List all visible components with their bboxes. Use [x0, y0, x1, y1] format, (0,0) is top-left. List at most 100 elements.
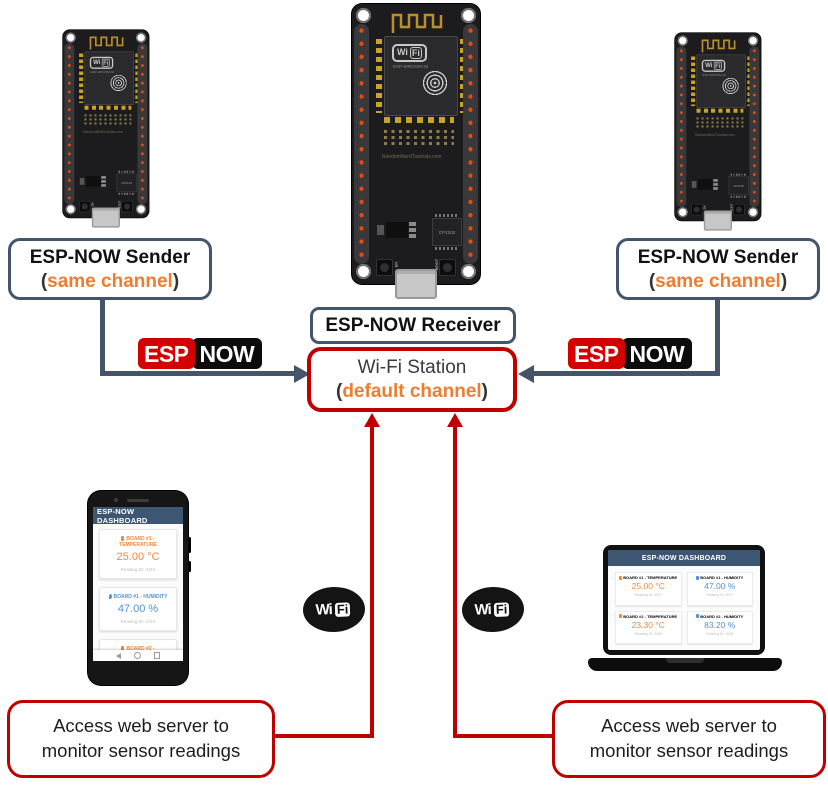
card-title: BOARD #1 - HUMIDITY	[689, 575, 752, 580]
boot-button: BOOT	[434, 259, 456, 276]
android-navbar	[93, 650, 183, 661]
card-title: BOARD #2 - TEMPERATURE	[617, 614, 680, 619]
card-reading-id: Reading ID: 2007	[634, 593, 662, 597]
mount-hole	[461, 8, 476, 23]
esp-module-shield: Wi Fi ESP-WROOM-32	[376, 36, 466, 116]
access-box-left: Access web server to monitor sensor read…	[7, 700, 275, 778]
boot-button: BOOT	[730, 203, 745, 216]
voltage-regulator	[377, 222, 416, 238]
esp-now-badge-right: ESP NOW	[568, 338, 693, 369]
card-title-text: BOARD #1 - HUMIDITY	[700, 575, 744, 580]
antenna-trace-icon	[391, 13, 443, 33]
boot-button-label: BOOT	[434, 258, 440, 271]
home-icon[interactable]	[133, 652, 141, 659]
wifi-badge-icon: Wi Fi	[392, 44, 427, 62]
en-button-label: EN	[702, 205, 707, 210]
droplet-icon	[108, 594, 112, 600]
droplet-icon	[696, 575, 699, 580]
mount-hole	[677, 207, 688, 218]
speaker-icon	[127, 499, 149, 502]
en-button-label: EN	[393, 261, 399, 268]
usb-uart-chip: CP2102	[116, 170, 137, 195]
wifi-badge-fi: Fi	[713, 61, 722, 70]
thermometer-icon	[121, 646, 125, 652]
connector-red-right-vertical	[453, 426, 457, 738]
esp-now-badge-left: ESP NOW	[138, 338, 263, 369]
phone-screen: ESP-NOW DASHBOARD BOARD #1 - TEMPERATURE…	[93, 507, 183, 661]
sender-title: ESP-NOW Sender	[29, 247, 191, 268]
connector-red-left-horizontal	[272, 734, 374, 738]
power-button	[187, 561, 191, 572]
camera-icon	[114, 498, 118, 502]
arrowhead-up-right	[447, 413, 463, 427]
wifi-badge-fi: Fi	[101, 58, 110, 67]
access-box-text: Access web server to monitor sensor read…	[589, 715, 789, 761]
connector-right-sender-horizontal	[533, 371, 720, 376]
mount-hole	[677, 35, 688, 46]
recents-icon[interactable]	[153, 652, 161, 659]
wifi-station-label: Wi-Fi Station (default channel)	[307, 347, 517, 412]
wifi-logo-fi: Fi	[491, 599, 512, 619]
sensor-card: BOARD #1 - HUMIDITY 47.00 % Reading ID: …	[99, 587, 177, 631]
boot-button: BOOT	[118, 200, 133, 213]
voltage-regulator	[691, 179, 718, 190]
connector-right-sender-vertical	[715, 300, 720, 376]
mount-hole	[748, 35, 759, 46]
mount-hole	[748, 207, 759, 218]
back-icon[interactable]	[115, 652, 121, 659]
usb-uart-chip: CP2102	[728, 173, 749, 198]
thermometer-icon	[619, 614, 622, 619]
usb-connector	[703, 210, 732, 231]
solder-pads-row	[384, 130, 454, 133]
receiver-label: ESP-NOW Receiver	[310, 307, 516, 344]
pin-header-left	[64, 43, 75, 205]
espressif-logo-icon	[418, 66, 452, 100]
access-box-text: Access web server to monitor sensor read…	[41, 715, 241, 761]
phone-mockup: ESP-NOW DASHBOARD BOARD #1 - TEMPERATURE…	[88, 491, 191, 685]
card-title-text: BOARD #1 - TEMPERATURE	[119, 536, 157, 548]
usb-chip-label: CP2102	[438, 229, 456, 235]
mount-hole	[356, 264, 371, 279]
sensor-card: BOARD #1 - TEMPERATURE 25.00 °C Reading …	[615, 572, 682, 606]
card-value: 25.00 °C	[631, 581, 665, 591]
board-brand-text: RandomNerdTutorials.com	[382, 154, 442, 160]
esp-now-badge-esp: ESP	[568, 338, 625, 369]
laptop-notch	[666, 658, 704, 663]
card-value: 23.30 °C	[631, 619, 665, 630]
solder-pads-row	[84, 118, 132, 121]
mount-hole	[356, 8, 371, 23]
esp32-board-sender-right: Wi Fi ESP-WROOM-32 RandomNerdTutorials.c…	[675, 33, 761, 231]
card-value: 25.00 °C	[116, 551, 160, 563]
card-title-text: BOARD #2 - HUMIDITY	[700, 613, 744, 619]
solder-pads-row	[384, 136, 454, 139]
sensor-card: BOARD #2 - HUMIDITY 83.20 % Reading ID: …	[686, 610, 753, 644]
card-title-text: BOARD #2 - TEMPERATURE	[623, 613, 678, 619]
card-title: BOARD #1 - TEMPERATURE	[102, 536, 174, 548]
station-channel-line: (default channel)	[311, 380, 513, 404]
boot-button-label: BOOT	[118, 200, 122, 209]
volume-button	[187, 537, 191, 553]
connector-left-sender-vertical	[100, 300, 105, 376]
sender-title: ESP-NOW Sender	[637, 247, 799, 268]
antenna-trace-icon	[701, 39, 736, 53]
paren-close: )	[172, 271, 180, 292]
wifi-badge-icon: Wi Fi	[701, 59, 726, 72]
boot-button-label: BOOT	[730, 203, 734, 212]
solder-pads-row	[696, 125, 744, 128]
wifi-badge-wi: Wi	[397, 47, 408, 57]
droplet-icon	[696, 614, 699, 619]
esp-now-badge-now: NOW	[191, 338, 263, 369]
solder-pads-row	[84, 122, 132, 125]
card-title: BOARD #1 - HUMIDITY	[102, 594, 174, 600]
receiver-title: ESP-NOW Receiver	[325, 314, 501, 336]
module-pads	[84, 105, 132, 110]
solder-pads-row	[384, 142, 454, 145]
wifi-badge-wi: Wi	[705, 61, 713, 69]
card-reading-id: Reading ID: 2116	[120, 619, 156, 624]
espressif-logo-icon	[719, 74, 742, 98]
paren-open: (	[648, 271, 656, 292]
esp32-board-receiver: Wi Fi ESP-WROOM-32 RandomNerdTutorials.c…	[352, 4, 480, 299]
sender-label-left: ESP-NOW Sender (same channel)	[8, 238, 212, 300]
connector-red-right-horizontal	[453, 734, 552, 738]
